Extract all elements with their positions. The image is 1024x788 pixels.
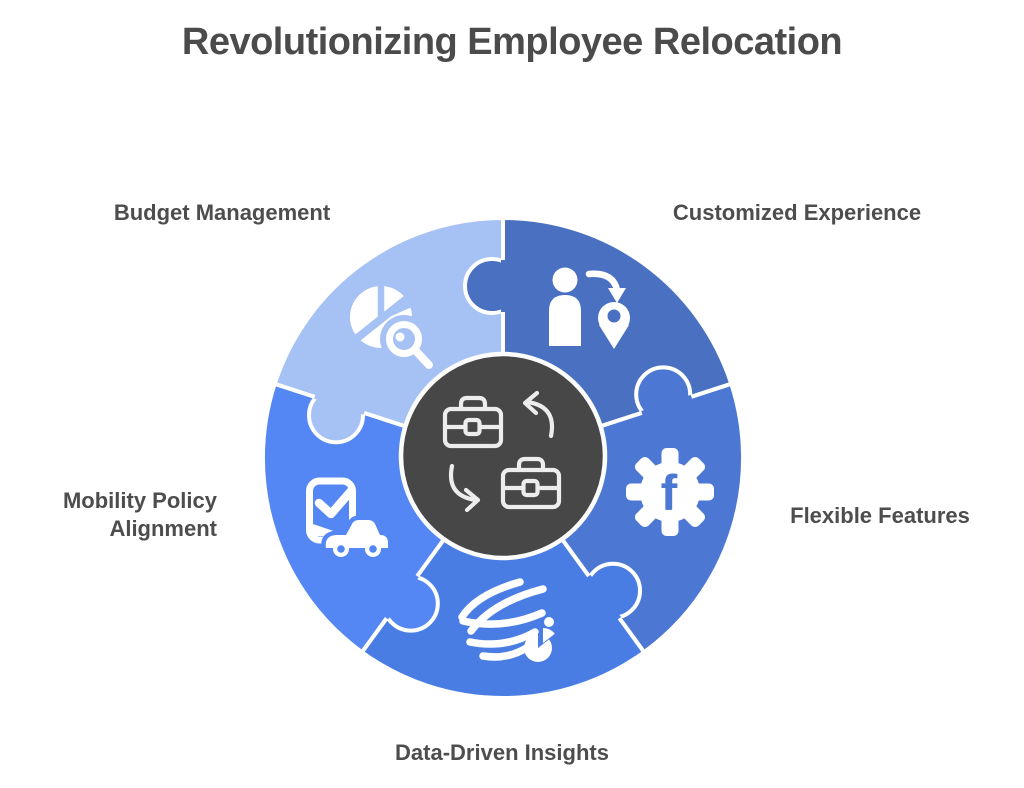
label-budget-management: Budget Management [113, 200, 331, 225]
puzzle-wedges [260, 216, 746, 701]
person-location-pin-icon [549, 267, 630, 349]
page-title: Revolutionizing Employee Relocation [181, 21, 843, 63]
label-data-driven-insights: Data-Driven Insights [395, 740, 609, 765]
label-customized-experience: Customized Experience [672, 200, 922, 225]
pie-chart-magnifier-icon [348, 284, 439, 374]
briefcase-exchange-icon [442, 390, 562, 513]
puzzle-knob-neck [501, 260, 523, 312]
phone-check-car-icon [306, 477, 393, 561]
gear-f-icon: f [626, 448, 714, 536]
puzzle-knob-neck [370, 564, 419, 620]
puzzle-knob-neck [314, 377, 371, 415]
center-hub [398, 351, 608, 561]
gear-letter: f [661, 465, 678, 521]
data-flow-pie-icon [458, 578, 555, 662]
label-flexible-features: Flexible Features [790, 503, 970, 528]
puzzle-knob-neck [641, 394, 698, 432]
segment-data-driven-insights [359, 456, 647, 701]
label-mobility-policy-alignment: Mobility Policy Alignment [62, 488, 217, 541]
puzzle-knob-neck [572, 574, 621, 630]
